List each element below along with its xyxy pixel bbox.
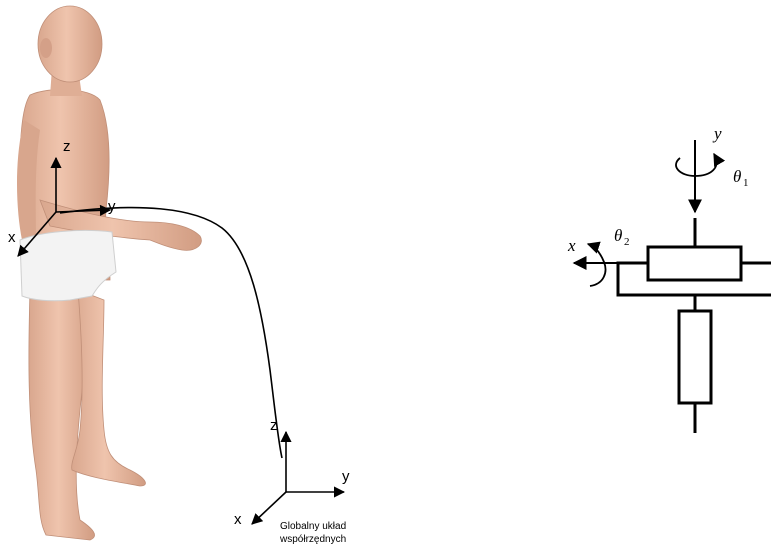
theta2-subscript: 2 — [624, 236, 630, 248]
global-frame: z y x Globalny układ współrzędnych — [234, 417, 350, 545]
global-y-label: y — [342, 468, 350, 485]
upper-block — [648, 247, 741, 280]
ear — [40, 38, 52, 58]
shoulder-z-label: z — [63, 138, 71, 155]
global-x-axis — [252, 492, 286, 524]
theta2-rotation-arrow — [588, 244, 605, 286]
theta1-rotation-arrow — [676, 154, 717, 176]
global-x-label: x — [234, 511, 242, 528]
global-frame-caption-line1: Globalny układ — [280, 521, 346, 532]
lower-link-block — [679, 311, 711, 403]
joint-schematic: y θ 1 x θ 2 — [567, 124, 771, 433]
right-leg — [72, 290, 146, 486]
theta2-label: θ — [614, 226, 622, 245]
theta1-subscript: 1 — [743, 177, 749, 189]
global-z-label: z — [270, 417, 278, 434]
axis-x-label: x — [567, 236, 576, 255]
shorts — [20, 230, 116, 300]
human-figure — [17, 6, 201, 540]
global-frame-caption-line2: współrzędnych — [279, 534, 346, 545]
axis-y-label: y — [712, 124, 722, 143]
shoulder-y-label: y — [108, 198, 116, 215]
theta1-label: θ — [733, 167, 741, 186]
shoulder-x-label: x — [8, 229, 16, 246]
